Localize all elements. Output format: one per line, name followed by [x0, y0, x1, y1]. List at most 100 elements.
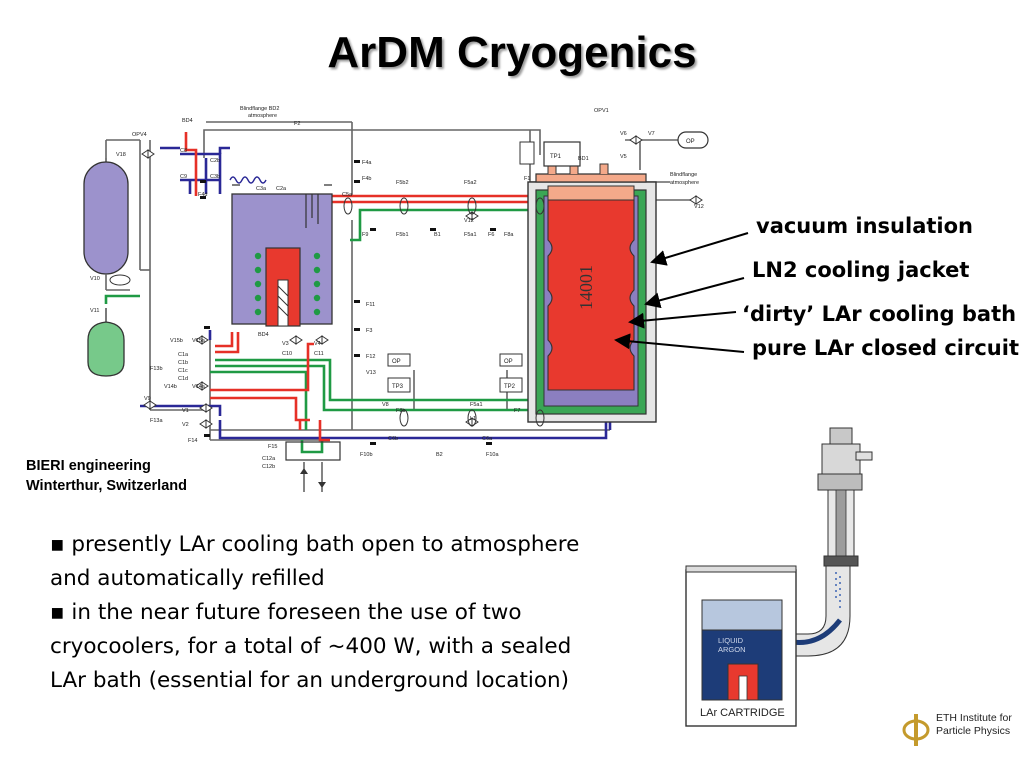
callout-vacuum-insulation: vacuum insulation — [756, 214, 973, 238]
label-c6b: C6b — [388, 436, 398, 442]
label-opv4: OPV4 — [132, 132, 147, 138]
label-f4d: F4d — [198, 192, 207, 198]
label-v3: V3 — [282, 341, 289, 347]
label-v6: V6 — [620, 131, 627, 137]
label-f1: F1 — [524, 176, 530, 182]
arrow-dirty — [628, 311, 737, 329]
label-c2a: C2a — [276, 186, 287, 192]
pump-tp2: OP TP2 — [499, 353, 523, 393]
bullet-2-line-2: cryocoolers, for a total of ~400 W, with… — [50, 634, 572, 659]
label-f5b2: F5b2 — [396, 180, 409, 186]
eth-line-1: ETH Institute for — [936, 712, 1012, 724]
lar-cartridge-illustration: LIQUID ARGON LAr CARTRIDGE — [685, 427, 873, 727]
label-f15: F15 — [268, 444, 277, 450]
label-c2b: C2b — [210, 158, 220, 164]
label-c5a: C5a — [342, 192, 353, 198]
bullet-1-text: presently LAr cooling bath open to atmos… — [71, 532, 580, 557]
label-v8: V8 — [382, 402, 389, 408]
heat-exchanger-coil — [229, 176, 267, 184]
label-f7: F7 — [514, 408, 520, 414]
credit-line-2: Winterthur, Switzerland — [26, 478, 187, 494]
bullet-marker: ▪ — [50, 532, 72, 557]
label-c12a: C12a — [262, 456, 276, 462]
callout-ln2-jacket: LN2 cooling jacket — [752, 258, 970, 282]
callout-pure-lar: pure LAr closed circuit — [752, 336, 1019, 360]
bottom-distribution-block — [285, 441, 341, 492]
label-c12b: C12b — [262, 464, 275, 470]
bullet-1-line-1: ▪ presently LAr cooling bath open to atm… — [50, 528, 630, 562]
cartridge-caption: LAr CARTRIDGE — [700, 707, 785, 719]
bullet-marker: ▪ — [50, 600, 72, 625]
label-bd1: BD1 — [578, 156, 589, 162]
label-v1: V1 — [182, 408, 189, 414]
bullet-list: ▪ presently LAr cooling bath open to atm… — [50, 528, 630, 698]
label-v16: V12 — [464, 218, 474, 224]
label-v9: V9 — [144, 396, 151, 402]
pure-lar-volume — [547, 199, 635, 391]
label-c1a: C1a — [178, 352, 189, 358]
label-c1c: C1c — [178, 368, 188, 374]
schematic-labels: Blindflange BD2 atmosphere F2 BD4 OPV4 V… — [90, 106, 704, 470]
coil-left — [254, 252, 262, 316]
label-f4b: F4b — [362, 176, 371, 182]
label-v12: V12 — [694, 204, 704, 210]
label-b1: B1 — [434, 232, 441, 238]
ln2-dewar — [87, 308, 125, 377]
label-b2: B2 — [436, 452, 443, 458]
eth-logo-text: ETH Institute for Particle Physics — [936, 712, 1012, 738]
label-c3b: C3b — [210, 174, 220, 180]
eth-line-2: Particle Physics — [936, 725, 1011, 737]
label-c6a: C6a — [482, 436, 493, 442]
label-f4a: F4a — [362, 160, 372, 166]
label-c9: C9 — [180, 174, 187, 180]
turbo-pump-tp1: TP1 — [519, 141, 581, 167]
label-op-tp2: OP — [504, 359, 513, 365]
label-bd4: BD4 — [182, 118, 193, 124]
cryogenics-schematic: 14001 TP1 OP OP TP3 OP TP2 — [83, 106, 709, 492]
label-f8b: F8b — [396, 408, 405, 414]
label-tp3: TP3 — [392, 384, 404, 390]
label-f3: F3 — [366, 328, 372, 334]
label-f13b: F13b — [150, 366, 163, 372]
label-c1d: C1d — [178, 376, 188, 382]
label-f5a: F5a1 — [470, 402, 483, 408]
label-f10b: F10b — [360, 452, 373, 458]
label-f13a: F13a — [150, 418, 163, 424]
label-v10: V10 — [90, 276, 100, 282]
label-f9: F9 — [362, 232, 368, 238]
label-f6: F6 — [488, 232, 494, 238]
coil-right — [313, 252, 321, 316]
label-bd3: BD4 — [258, 332, 269, 338]
op-pump-top: OP — [677, 131, 709, 149]
arrow-ln2 — [644, 277, 745, 309]
label-v7: V7 — [648, 131, 655, 137]
label-v13: V13 — [366, 370, 376, 376]
label-v11: V11 — [90, 308, 99, 314]
bullet-2-text: in the near future foreseen the use of t… — [71, 600, 522, 625]
bullet-2-line-1: ▪ in the near future foreseen the use of… — [50, 596, 630, 630]
credit-text: BIERI engineering Winterthur, Switzerlan… — [26, 456, 187, 496]
label-atmosphere-right: atmosphere — [670, 180, 699, 186]
flange-marks — [200, 160, 496, 445]
label-v4: V4 — [314, 341, 321, 347]
label-v15b: V15b — [170, 338, 183, 344]
arrow-pure — [614, 333, 745, 353]
vessel-label: 14001 — [576, 265, 596, 310]
label-v14a: V14a — [192, 384, 206, 390]
label-opv1: OPV1 — [594, 108, 609, 114]
cartridge-liquid-line-1: LIQUID — [718, 636, 744, 645]
label-blindflange-right: Blindflange — [670, 172, 697, 178]
arrow-vacuum — [650, 232, 749, 266]
label-c10: C10 — [282, 351, 292, 357]
eth-logo-icon — [902, 714, 930, 746]
label-atmosphere-top: atmosphere — [248, 113, 277, 119]
label-v15a: V15a — [192, 338, 206, 344]
label-v14b: V14b — [164, 384, 177, 390]
label-v18: V18 — [116, 152, 126, 158]
label-op-top: OP — [686, 139, 695, 145]
label-tp1: TP1 — [550, 154, 562, 160]
detector-vessel: 14001 — [527, 159, 657, 423]
label-op-tp3: OP — [392, 359, 401, 365]
slide-title: ArDM Cryogenics — [327, 28, 697, 77]
